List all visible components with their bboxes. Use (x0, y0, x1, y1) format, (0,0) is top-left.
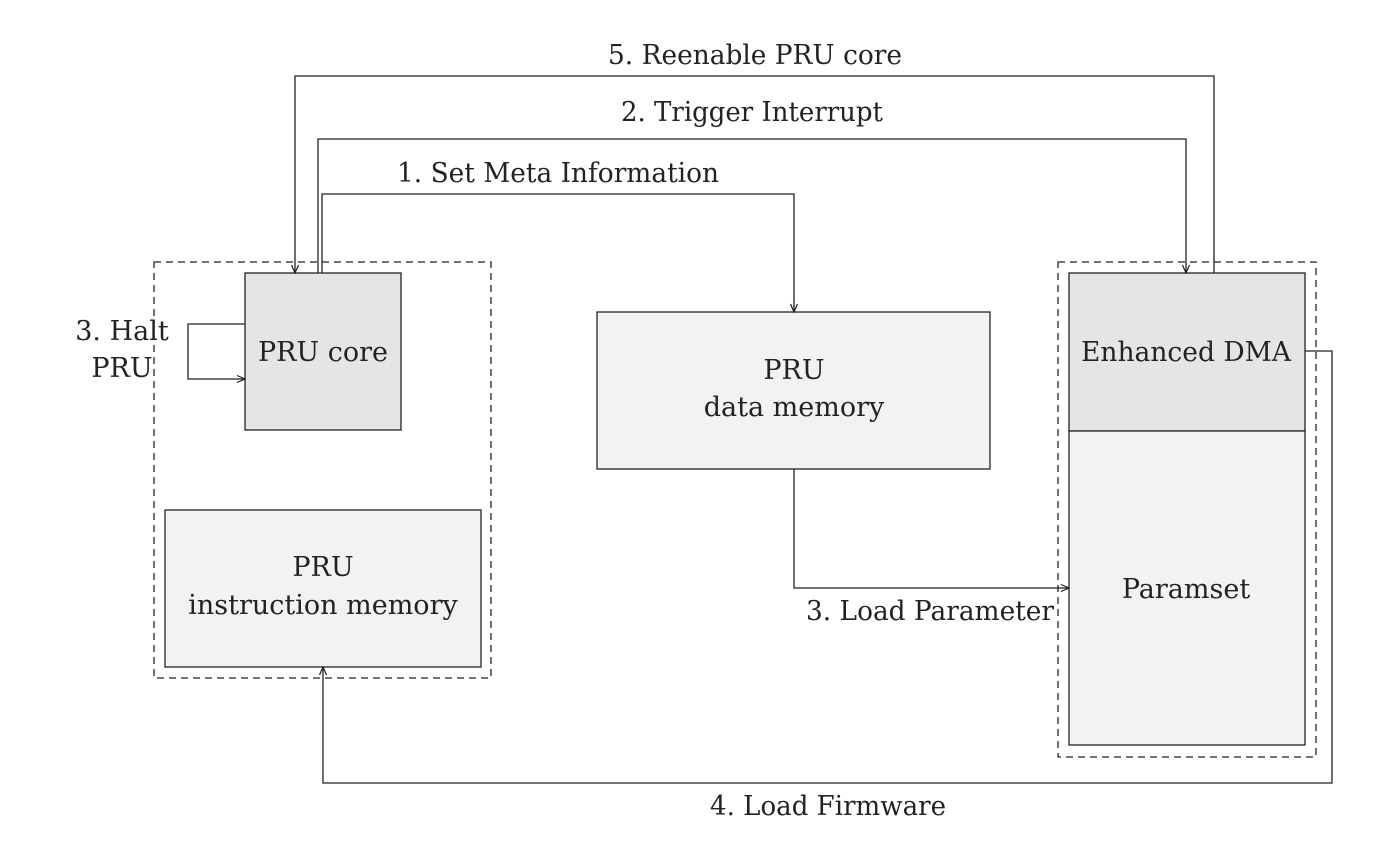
pru-core-label: PRU core (258, 337, 388, 368)
pru-data-memory-label-line2: data memory (704, 392, 885, 423)
pru-instruction-memory-label-line2: instruction memory (188, 590, 458, 621)
pru-instruction-memory-block (164, 509, 482, 668)
step-halt-label-line2: PRU (91, 353, 152, 384)
set-meta-arrow (321, 193, 794, 312)
load-firmware-arrow (323, 350, 1333, 784)
reenable-arrow (295, 75, 1215, 273)
paramset-block (1068, 430, 1306, 746)
step-load-firmware-label: 4. Load Firmware (710, 791, 946, 822)
halt-loop-arrow (187, 323, 245, 379)
paramset-label: Paramset (1122, 574, 1250, 605)
step-halt-label-line1: 3. Halt (75, 316, 169, 347)
trigger-interrupt-arrow (317, 138, 1186, 273)
pru-core-block (244, 272, 402, 431)
enhanced-dma-label: Enhanced DMA (1081, 337, 1291, 368)
step-load-parameter-label: 3. Load Parameter (806, 596, 1054, 627)
pru-data-memory-block (596, 311, 991, 470)
edma-subsystem-group (1057, 261, 1317, 758)
step-reenable-label: 5. Reenable PRU core (608, 40, 902, 71)
step-set-meta-label: 1. Set Meta Information (397, 158, 719, 189)
step-trigger-interrupt-label: 2. Trigger Interrupt (621, 97, 883, 128)
pru-instruction-memory-label-line1: PRU (292, 552, 353, 583)
load-parameter-arrow (793, 469, 1069, 588)
pru-data-memory-label-line1: PRU (763, 355, 824, 386)
